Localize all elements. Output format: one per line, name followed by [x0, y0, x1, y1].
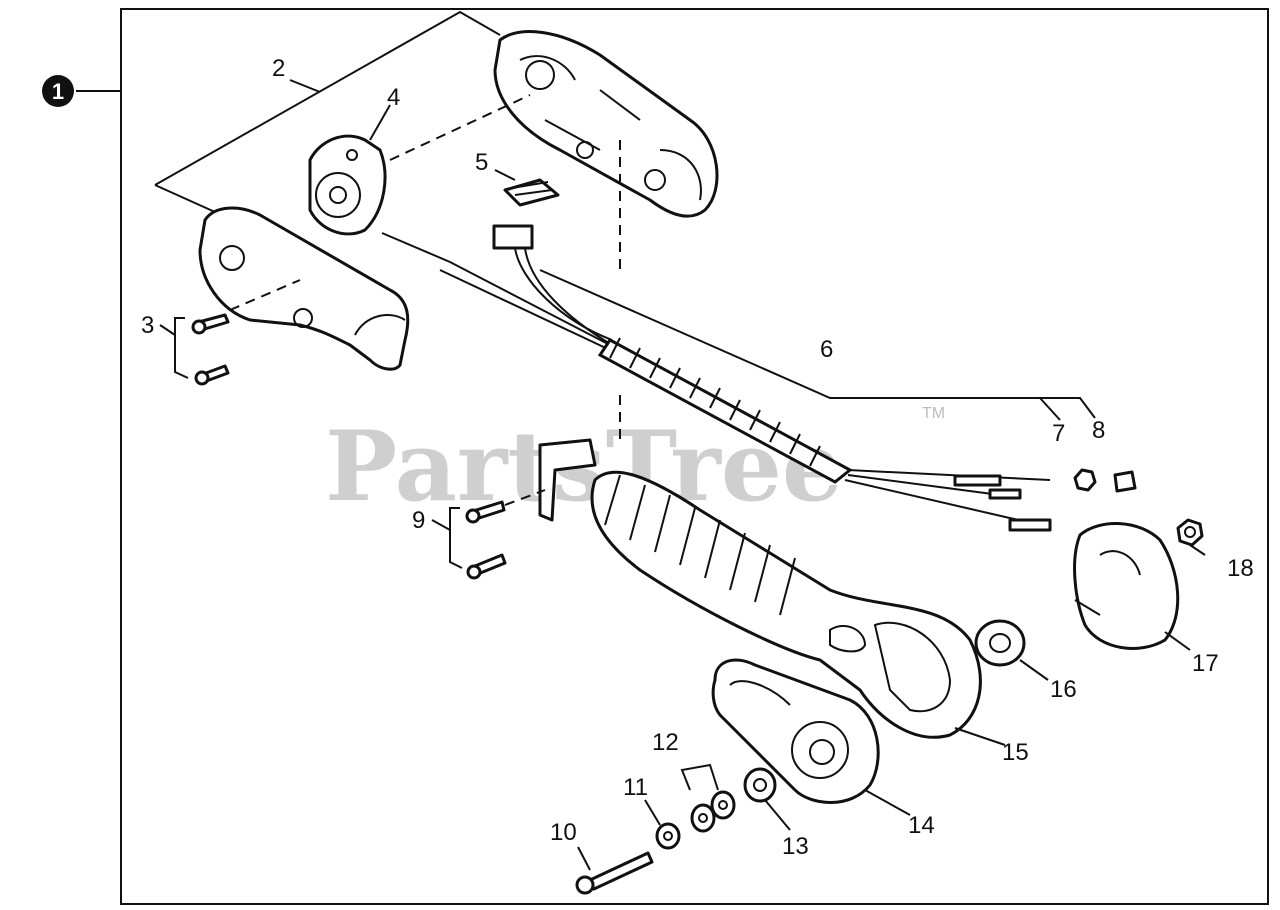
- left-handle-housing[interactable]: [198, 206, 410, 371]
- washer-part-12b[interactable]: [710, 790, 736, 820]
- grip-handle-part-15[interactable]: [538, 438, 982, 739]
- throttle-part-4[interactable]: [308, 134, 387, 236]
- washer-part-13[interactable]: [743, 767, 777, 803]
- callout-6[interactable]: 6: [820, 336, 833, 363]
- callout-5[interactable]: 5: [475, 149, 488, 176]
- diagram-frame: [120, 8, 1269, 905]
- bolt-part-10[interactable]: [575, 851, 654, 895]
- callout-8[interactable]: 8: [1092, 417, 1105, 444]
- callout-16[interactable]: 16: [1050, 676, 1077, 703]
- screw-part-3a[interactable]: [191, 313, 230, 335]
- bracket-2: [154, 10, 501, 186]
- top-handle-housing[interactable]: [493, 30, 719, 218]
- callout-13[interactable]: 13: [782, 833, 809, 860]
- lever-part-14[interactable]: [711, 658, 880, 804]
- screw-part-9a[interactable]: [465, 500, 506, 524]
- cable-assembly-part-6[interactable]: [381, 224, 1052, 532]
- washer-part-11[interactable]: [655, 822, 681, 850]
- washer-part-12a[interactable]: [690, 803, 716, 833]
- callout-4[interactable]: 4: [387, 84, 400, 111]
- fitting-part-8[interactable]: [1113, 470, 1137, 493]
- callout-14[interactable]: 14: [908, 812, 935, 839]
- washer-part-16[interactable]: [974, 619, 1026, 667]
- callout-11[interactable]: 11: [623, 774, 648, 801]
- callout-12[interactable]: 12: [652, 729, 679, 756]
- screw-part-9b[interactable]: [466, 553, 507, 580]
- trademark-text: TM: [922, 405, 945, 422]
- assembly-marker[interactable]: 1: [42, 75, 121, 107]
- assembly-marker-label: 1: [52, 79, 64, 104]
- callout-2[interactable]: 2: [272, 55, 285, 82]
- callout-3[interactable]: 3: [141, 312, 154, 339]
- callout-17[interactable]: 17: [1192, 650, 1219, 677]
- callout-15[interactable]: 15: [1002, 739, 1029, 766]
- nut-part-18[interactable]: [1176, 518, 1204, 547]
- callout-18[interactable]: 18: [1227, 555, 1254, 582]
- callout-9[interactable]: 9: [412, 507, 425, 534]
- nut-part-7[interactable]: [1073, 468, 1097, 492]
- spring-part-5[interactable]: [503, 178, 560, 207]
- callout-7[interactable]: 7: [1052, 420, 1065, 447]
- cover-part-17[interactable]: [1073, 522, 1180, 650]
- callout-10[interactable]: 10: [550, 819, 577, 846]
- screw-part-3b[interactable]: [194, 364, 230, 386]
